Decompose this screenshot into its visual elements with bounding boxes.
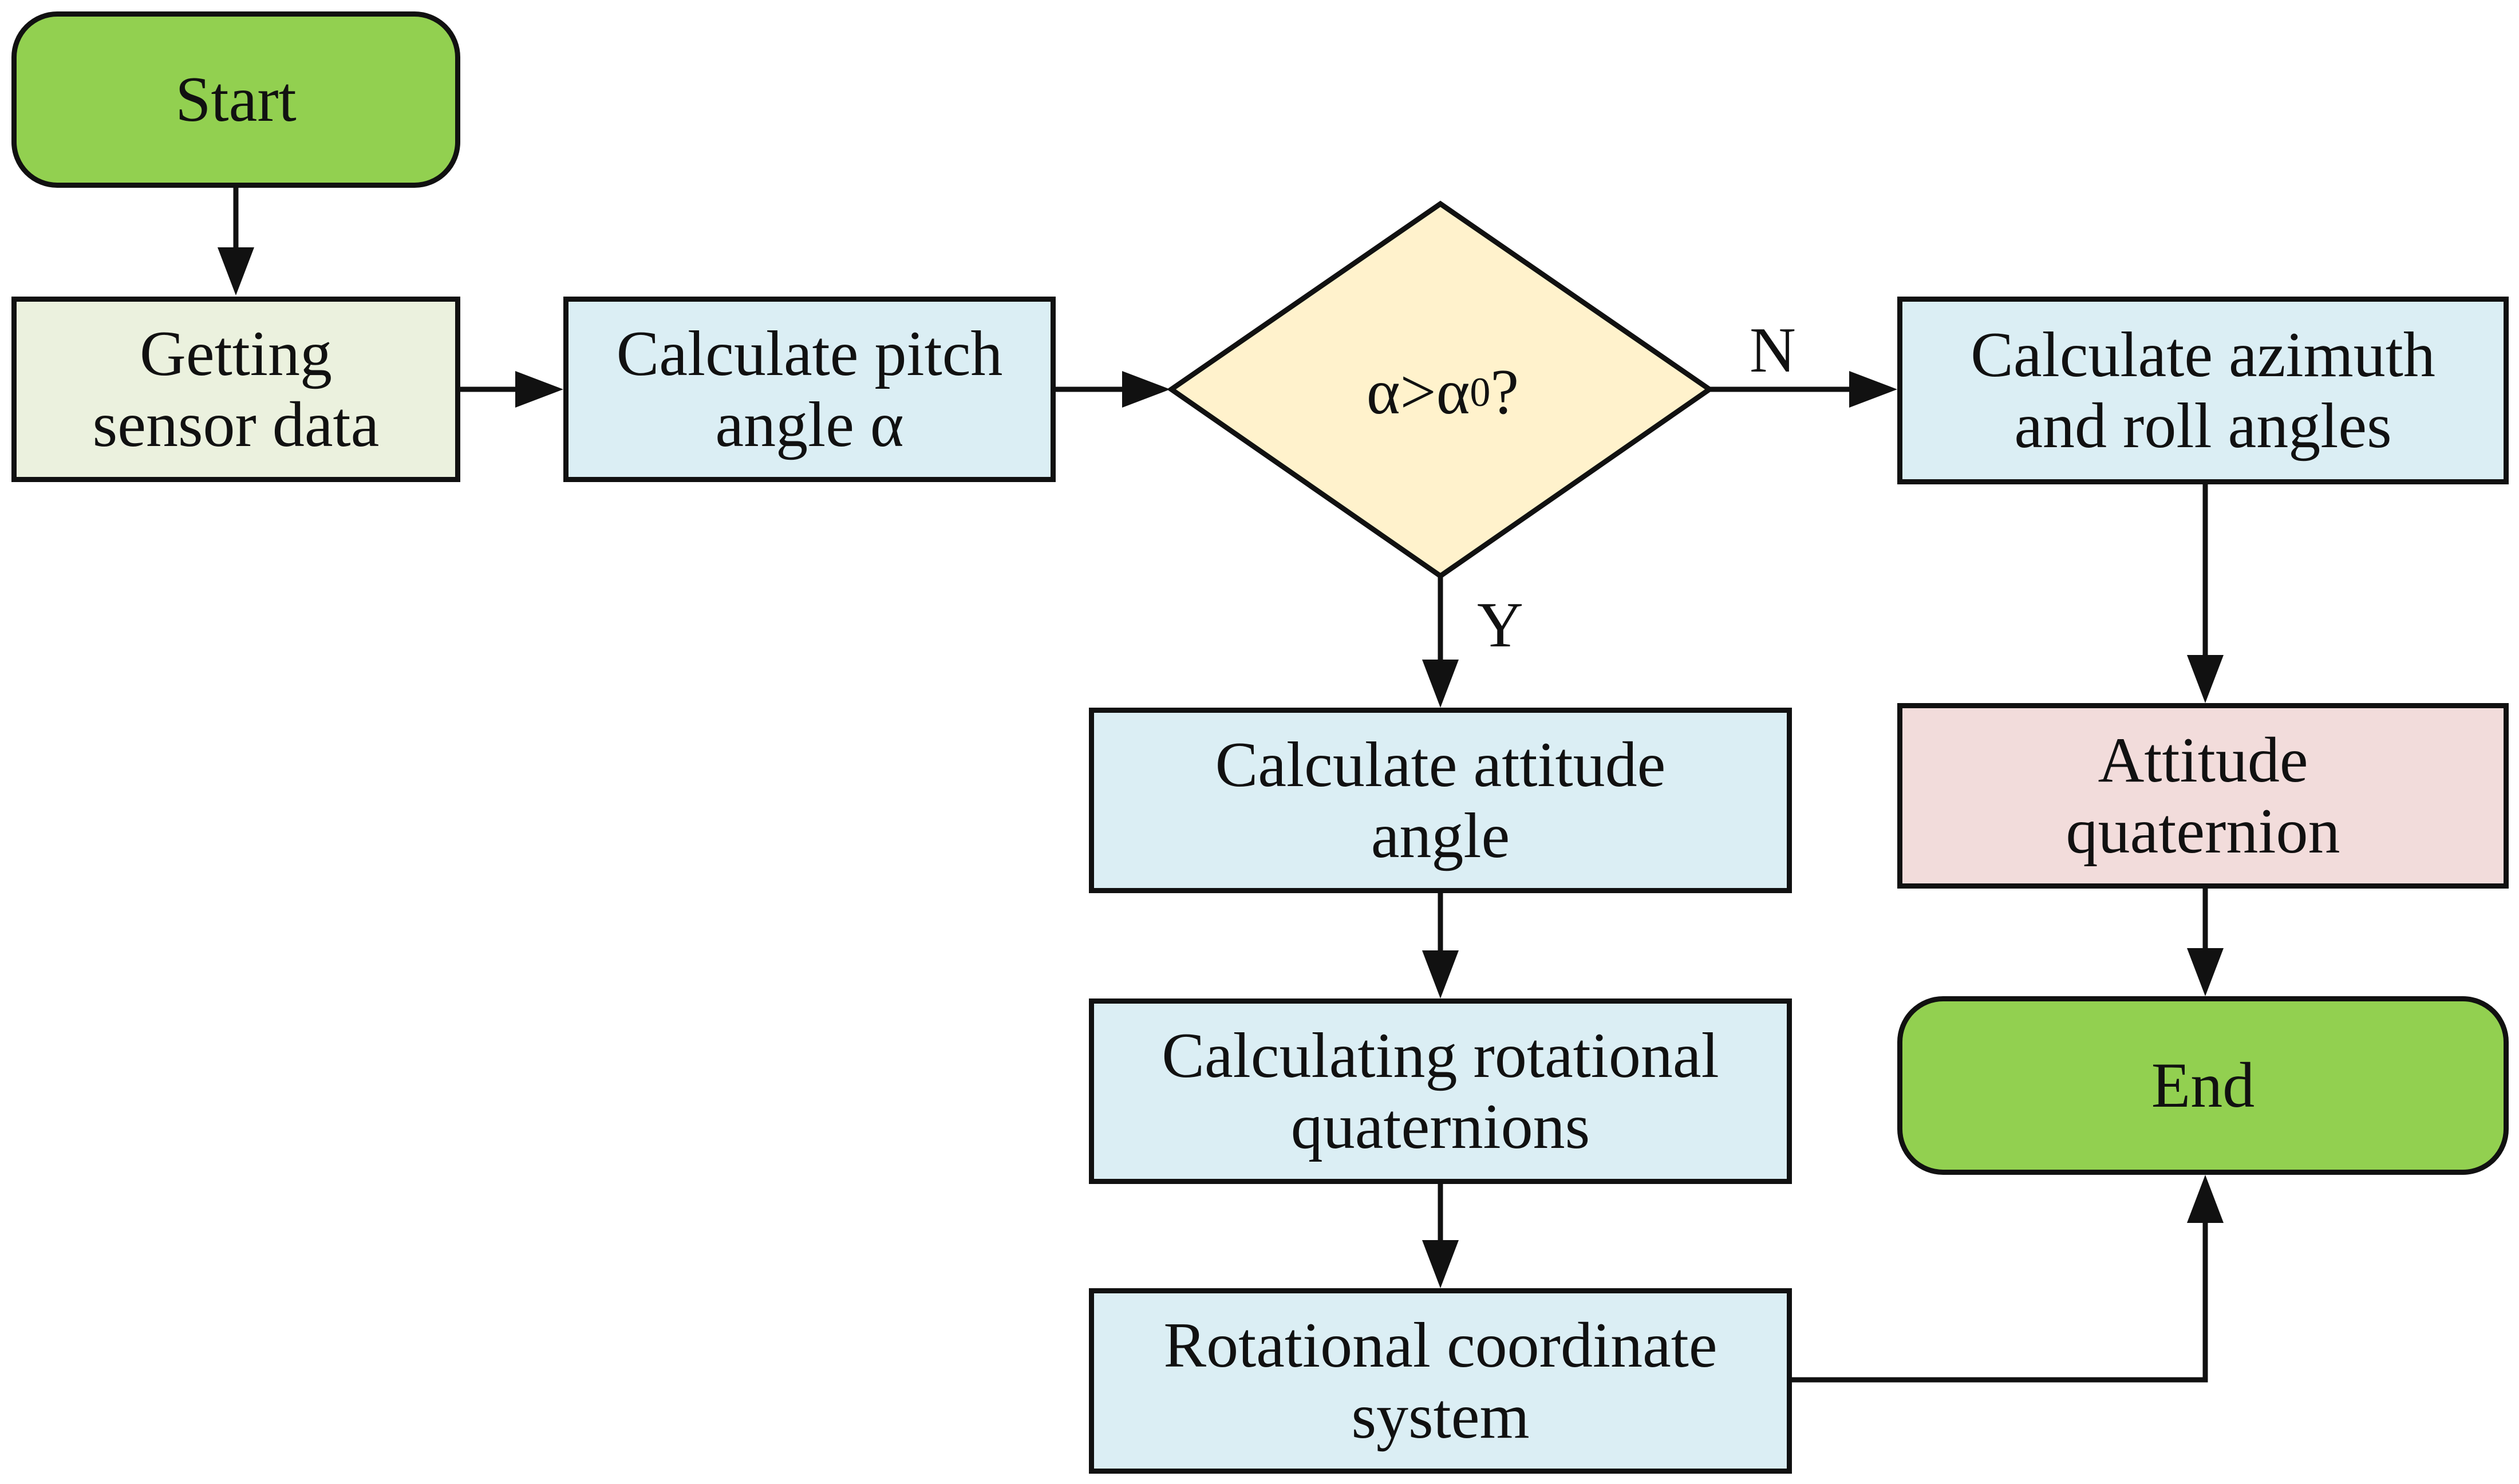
rotational-line-1: Calculating rotational: [1162, 1020, 1719, 1091]
start-label: Start: [175, 64, 297, 135]
rotational-coordinate-system-node: Rotational coordinate system: [1089, 1288, 1792, 1474]
label-no: N: [1750, 315, 1796, 386]
getting-line-1: Getting: [140, 318, 332, 389]
arrowhead-decision-to-attitude-angle: [1422, 660, 1459, 708]
arrowhead-start-to-getting: [218, 247, 254, 295]
calculate-attitude-angle-node: Calculate attitude angle: [1089, 708, 1792, 893]
coordinate-line-1: Rotational coordinate: [1163, 1310, 1718, 1381]
edge-coordinate-to-end: [1792, 1223, 2208, 1383]
azimuth-line-2: and roll angles: [2014, 390, 2392, 461]
end-node: End: [1897, 996, 2509, 1175]
attitude-quaternion-line-1: Attitude: [2098, 725, 2308, 796]
pitch-line-1: Calculate pitch: [616, 318, 1003, 389]
arrowhead-attitude-angle-to-rotational: [1422, 950, 1459, 998]
attitude-angle-line-2: angle: [1371, 800, 1510, 871]
arrowhead-pitch-to-decision: [1122, 371, 1170, 408]
arrowhead-azimuth-to-attitude-quaternion: [2187, 655, 2224, 703]
decision-text-main: α>α: [1366, 356, 1470, 428]
calculate-azimuth-node: Calculate azimuth and roll angles: [1897, 297, 2509, 484]
calculating-rotational-quaternions-node: Calculating rotational quaternions: [1089, 998, 1792, 1184]
arrowhead-coordinate-to-end: [2187, 1175, 2224, 1223]
coordinate-line-2: system: [1351, 1381, 1530, 1452]
arrowhead-rotational-to-coordinate: [1422, 1240, 1459, 1288]
decision-text-q: ?: [1490, 356, 1519, 428]
decision-diamond: [1167, 200, 1714, 579]
rotational-line-2: quaternions: [1290, 1091, 1590, 1162]
decision-text-sub: 0: [1470, 369, 1491, 415]
pitch-line-2: angle α: [715, 389, 904, 460]
attitude-quaternion-line-2: quaternion: [2066, 796, 2340, 867]
getting-line-2: sensor data: [92, 389, 380, 460]
arrowhead-attitude-quaternion-to-end: [2187, 948, 2224, 996]
azimuth-line-1: Calculate azimuth: [1971, 319, 2435, 390]
getting-sensor-data-node: Getting sensor data: [11, 297, 460, 482]
calculate-pitch-node: Calculate pitch angle α: [563, 297, 1056, 482]
label-yes: Y: [1477, 590, 1523, 661]
attitude-quaternion-node: Attitude quaternion: [1897, 703, 2509, 889]
arrowhead-decision-to-azimuth: [1849, 371, 1897, 408]
attitude-angle-line-1: Calculate attitude: [1215, 729, 1666, 800]
end-label: End: [2151, 1050, 2255, 1121]
arrowhead-getting-to-pitch: [515, 371, 563, 408]
start-node: Start: [11, 11, 460, 188]
